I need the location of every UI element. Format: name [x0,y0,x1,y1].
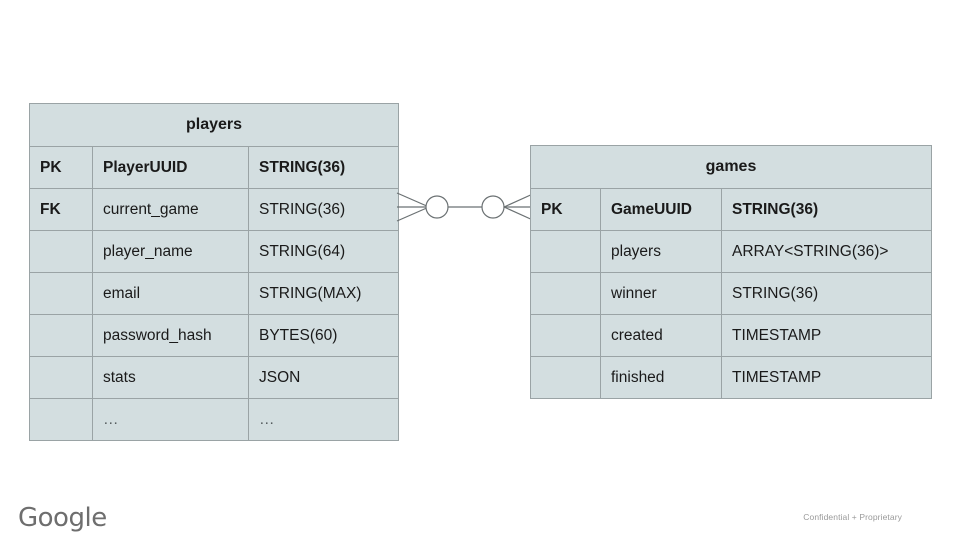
google-logo: Google [18,503,107,533]
table-row: finished TIMESTAMP [530,356,933,399]
row-key-badge [530,230,601,273]
row-field-name: players [600,230,722,273]
row-key-badge [29,356,93,399]
table-row: players ARRAY<STRING(36)> [530,230,933,273]
crows-foot-left-icon [396,192,430,222]
table-row: FK current_game STRING(36) [29,188,400,231]
row-key-badge [29,314,93,357]
row-field-type: JSON [247,356,400,399]
row-field-type: STRING(MAX) [247,272,400,315]
row-field-name: created [600,314,722,357]
row-field-type: STRING(36) [247,188,400,231]
entity-title-row: players [28,103,400,147]
row-key-badge [29,398,93,441]
row-key-badge [530,272,601,315]
table-row: stats JSON [29,356,400,399]
entity-table-games: games PK GameUUID STRING(36) players ARR… [529,145,933,399]
row-key-badge [530,356,601,399]
row-field-name: finished [600,356,722,399]
row-key-badge [29,272,93,315]
row-field-name: PlayerUUID [92,146,249,189]
crows-foot-right-icon [503,192,536,222]
players-games-relationship [392,180,538,236]
row-field-type: ARRAY<STRING(36)> [720,230,933,273]
table-row: email STRING(MAX) [29,272,400,315]
row-field-name: … [92,398,249,441]
row-field-name: winner [600,272,722,315]
row-field-type: STRING(36) [720,188,933,231]
table-row: PK PlayerUUID STRING(36) [29,146,400,189]
table-row: player_name STRING(64) [29,230,400,273]
row-field-type: BYTES(60) [247,314,400,357]
table-row: created TIMESTAMP [530,314,933,357]
row-field-type: STRING(36) [247,146,400,189]
row-field-type: TIMESTAMP [720,356,933,399]
confidentiality-notice: Confidential + Proprietary [803,512,902,522]
table-row: PK GameUUID STRING(36) [530,188,933,231]
row-key-badge: FK [29,188,93,231]
table-row: winner STRING(36) [530,272,933,315]
row-field-type: STRING(64) [247,230,400,273]
optionality-circle-left-icon [425,195,449,219]
entity-table-players: players PK PlayerUUID STRING(36) FK curr… [28,103,400,441]
row-key-badge: PK [530,188,601,231]
table-row: password_hash BYTES(60) [29,314,400,357]
row-key-badge: PK [29,146,93,189]
row-field-name: player_name [92,230,249,273]
row-field-type: … [247,398,400,441]
table-row-ellipsis: … … [29,398,400,441]
row-field-name: stats [92,356,249,399]
crows-foot-connector-svg [396,192,536,222]
row-key-badge [29,230,93,273]
row-field-name: email [92,272,249,315]
row-field-type: STRING(36) [720,272,933,315]
optionality-circle-right-icon [481,195,505,219]
row-field-name: current_game [92,188,249,231]
entity-title-players: players [28,103,400,147]
entity-title-games: games [529,145,933,189]
row-field-type: TIMESTAMP [720,314,933,357]
row-field-name: password_hash [92,314,249,357]
row-field-name: GameUUID [600,188,722,231]
entity-title-row: games [529,145,933,189]
row-key-badge [530,314,601,357]
